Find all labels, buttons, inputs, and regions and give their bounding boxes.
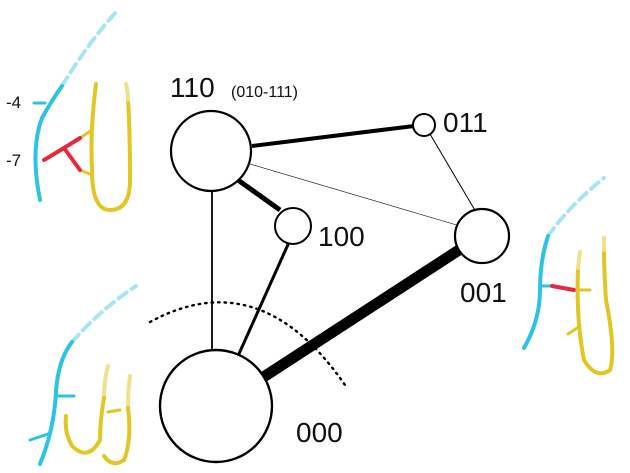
yellow-strand bbox=[575, 248, 615, 376]
cyan-strand bbox=[38, 340, 74, 466]
node-000 bbox=[158, 348, 274, 464]
nodes bbox=[158, 109, 511, 464]
cyan-strand-dashed bbox=[60, 8, 120, 88]
yellow-strand-left bbox=[89, 82, 132, 212]
node-000-label: 000 bbox=[296, 417, 343, 448]
edge-110-011 bbox=[251, 124, 415, 148]
strand-label-minus4: -4 bbox=[6, 93, 21, 112]
yellow-stub-upper bbox=[78, 128, 94, 140]
yellow-strand bbox=[63, 396, 132, 466]
yellow-stub bbox=[106, 408, 122, 414]
node-011-label: 011 bbox=[443, 107, 488, 138]
dotted-threshold-arc bbox=[148, 301, 347, 387]
edge-110-100 bbox=[236, 177, 282, 213]
red-crosslink bbox=[42, 136, 82, 172]
yellow-strand-top-fade bbox=[124, 82, 130, 102]
yellow-stub-lower bbox=[566, 324, 582, 336]
red-rung bbox=[550, 284, 576, 292]
node-001-label: 001 bbox=[460, 277, 507, 308]
strand-illustration-bottom-left bbox=[28, 284, 138, 466]
cyan-strand-dashed bbox=[546, 176, 606, 238]
strand-illustration-right bbox=[522, 176, 615, 376]
strand-label-minus7: -7 bbox=[6, 151, 21, 170]
yellow-strand-top-fade bbox=[576, 236, 606, 270]
yellow-strand-top-fade bbox=[102, 364, 132, 410]
strand-illustration-top-left bbox=[32, 8, 132, 212]
cyan-stub-lower bbox=[28, 432, 50, 442]
cyan-strand bbox=[522, 234, 550, 350]
node-110-sublabel: (010-111) bbox=[231, 84, 298, 101]
node-100-label: 100 bbox=[318, 221, 365, 252]
edge-011-001 bbox=[429, 133, 477, 213]
edges bbox=[211, 124, 477, 383]
edge-110-001 bbox=[249, 163, 461, 227]
node-labels: 110 (010-111) 011 100 001 000 bbox=[170, 72, 507, 448]
yellow-stub-lower bbox=[78, 168, 94, 177]
node-110-label: 110 bbox=[170, 72, 215, 103]
node-011 bbox=[412, 113, 436, 137]
cyan-strand-dashed bbox=[70, 284, 138, 344]
node-110 bbox=[169, 109, 253, 193]
cyan-strand bbox=[33, 84, 64, 202]
edge-100-000 bbox=[236, 239, 292, 357]
node-100 bbox=[274, 207, 312, 245]
edge-001-000 bbox=[259, 243, 465, 383]
node-001 bbox=[453, 207, 511, 265]
